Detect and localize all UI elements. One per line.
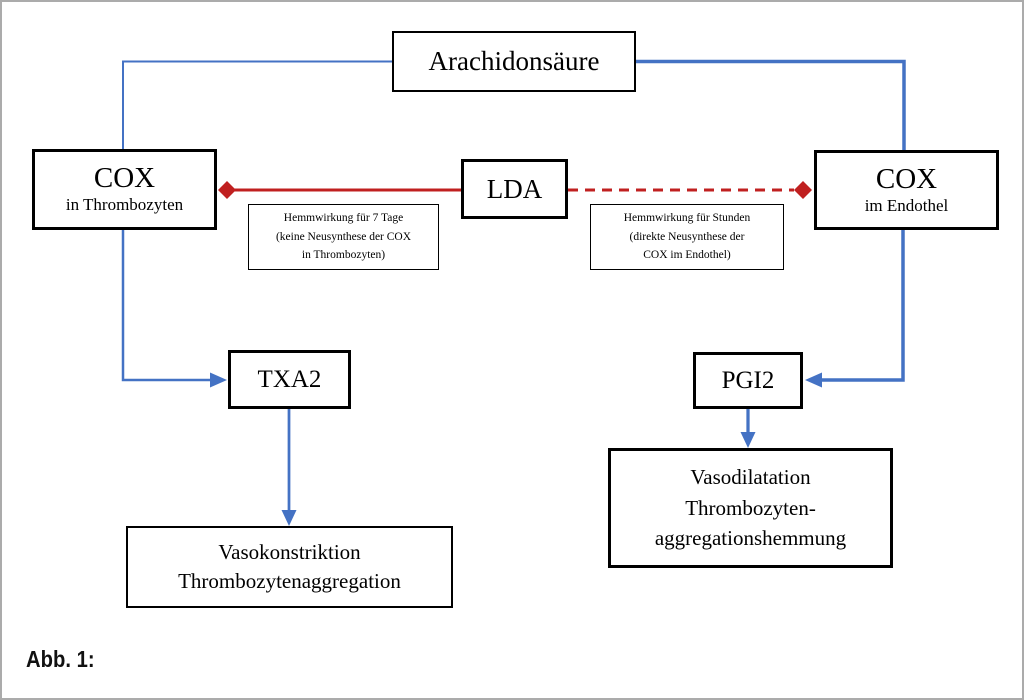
flow-arachidonsaeure-to-cox-endothel bbox=[636, 59, 906, 150]
pgi2-label: PGI2 bbox=[721, 366, 775, 394]
diamond-cox-thrombozyten-icon bbox=[218, 181, 236, 199]
vasodilatation-line: Vasodilatation bbox=[690, 465, 811, 490]
flow-cox-thrombozyten-to-txa2 bbox=[121, 230, 211, 382]
diamond-cox-endothel-icon bbox=[794, 181, 812, 199]
arrowhead-vasodilatation-icon bbox=[740, 432, 756, 448]
txa2-label: TXA2 bbox=[257, 365, 322, 393]
note-hemmwirkung-7-tage: Hemmwirkung für 7 Tage (keine Neusynthes… bbox=[248, 204, 439, 270]
node-cox-thrombozyten: COX in Thrombozyten bbox=[32, 149, 217, 230]
node-pgi2: PGI2 bbox=[693, 352, 803, 409]
flow-cox-endothel-to-pgi2 bbox=[821, 230, 905, 382]
cox-thrombozyten-subtitle: in Thrombozyten bbox=[65, 195, 184, 215]
arrowhead-pgi2-icon bbox=[805, 372, 822, 388]
node-vasodilatation: Vasodilatation Thrombozyten- aggregation… bbox=[608, 448, 893, 568]
lda-label: LDA bbox=[486, 173, 543, 204]
figure-caption: Abb. 1: bbox=[26, 646, 95, 672]
vasodilatation-line: aggregationshemmung bbox=[654, 526, 847, 551]
flow-arachidonsaeure-to-cox-thrombozyten bbox=[122, 60, 392, 149]
cox-thrombozyten-title: COX bbox=[93, 162, 156, 195]
node-lda: LDA bbox=[461, 159, 568, 219]
arrowhead-txa2-icon bbox=[210, 372, 227, 388]
arrowhead-vasokonstriktion-icon bbox=[281, 510, 297, 526]
note-line: Hemmwirkung für 7 Tage bbox=[283, 212, 404, 225]
vasokonstriktion-line: Thrombozytenaggregation bbox=[178, 569, 401, 593]
node-vasokonstriktion: Vasokonstriktion Thrombozytenaggregation bbox=[126, 526, 453, 608]
node-txa2: TXA2 bbox=[228, 350, 351, 409]
cox-endothel-title: COX bbox=[875, 162, 938, 195]
note-line: COX im Endothel) bbox=[643, 249, 731, 262]
vasokonstriktion-line: Vasokonstriktion bbox=[218, 539, 361, 564]
cox-endothel-subtitle: im Endothel bbox=[864, 195, 949, 215]
node-cox-endothel: COX im Endothel bbox=[814, 150, 999, 230]
note-line: in Thrombozyten) bbox=[301, 249, 386, 262]
note-hemmwirkung-stunden: Hemmwirkung für Stunden (direkte Neusynt… bbox=[590, 204, 784, 270]
arachidonsaeure-label: Arachidonsäure bbox=[428, 46, 600, 76]
node-arachidonsaeure: Arachidonsäure bbox=[392, 31, 636, 92]
note-line: (keine Neusynthese der COX bbox=[275, 230, 412, 243]
note-line: Hemmwirkung für Stunden bbox=[623, 212, 751, 225]
vasodilatation-line: Thrombozyten- bbox=[685, 495, 816, 520]
note-line: (direkte Neusynthese der bbox=[629, 230, 745, 243]
